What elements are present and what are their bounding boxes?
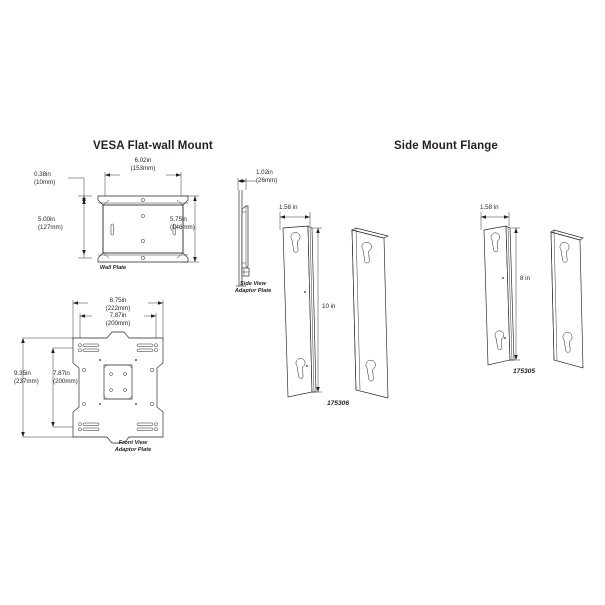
front-view-outer-height-dimension: 9.35in (237mm): [14, 370, 39, 385]
flange-175305-width-dimension: 1.58 in: [480, 204, 499, 211]
front-view-inner-width-dimension: 7.87in (200mm): [105, 312, 131, 327]
flange-175306-length-dimension: 10 in: [322, 303, 336, 310]
flange-175305-length-dimension: 8 in: [520, 275, 530, 282]
front-view-caption: Front View Adaptor Plate: [114, 440, 152, 453]
side-view-caption: Side View Adaptor Plate: [234, 281, 272, 294]
flange-175305-part-number: 175305: [513, 368, 536, 375]
side-view-depth-dimension: 1.02in (26mm): [256, 169, 278, 184]
flange-175306-part-number: 175306: [327, 400, 350, 407]
wall-plate-thickness-dimension: 0.38in (10mm): [34, 171, 56, 186]
section-title-vesa-flat-wall-mount: VESA Flat-wall Mount: [93, 140, 213, 152]
front-view-inner-height-dimension: 7.87in (200mm): [53, 370, 78, 385]
wall-plate-right-height-dimension: 5.75in (146mm): [170, 216, 195, 231]
front-view-outer-width-dimension: 8.75in (222mm): [105, 297, 131, 312]
wall-plate-width-dimension: 6.02in (153mm): [130, 157, 156, 172]
flange-175306-width-dimension: 1.58 in: [279, 204, 298, 211]
wall-plate-left-height-dimension: 5.00in (127mm): [38, 216, 63, 231]
wall-plate-caption: Wall Plate: [99, 265, 127, 271]
section-title-side-mount-flange: Side Mount Flange: [394, 140, 498, 152]
